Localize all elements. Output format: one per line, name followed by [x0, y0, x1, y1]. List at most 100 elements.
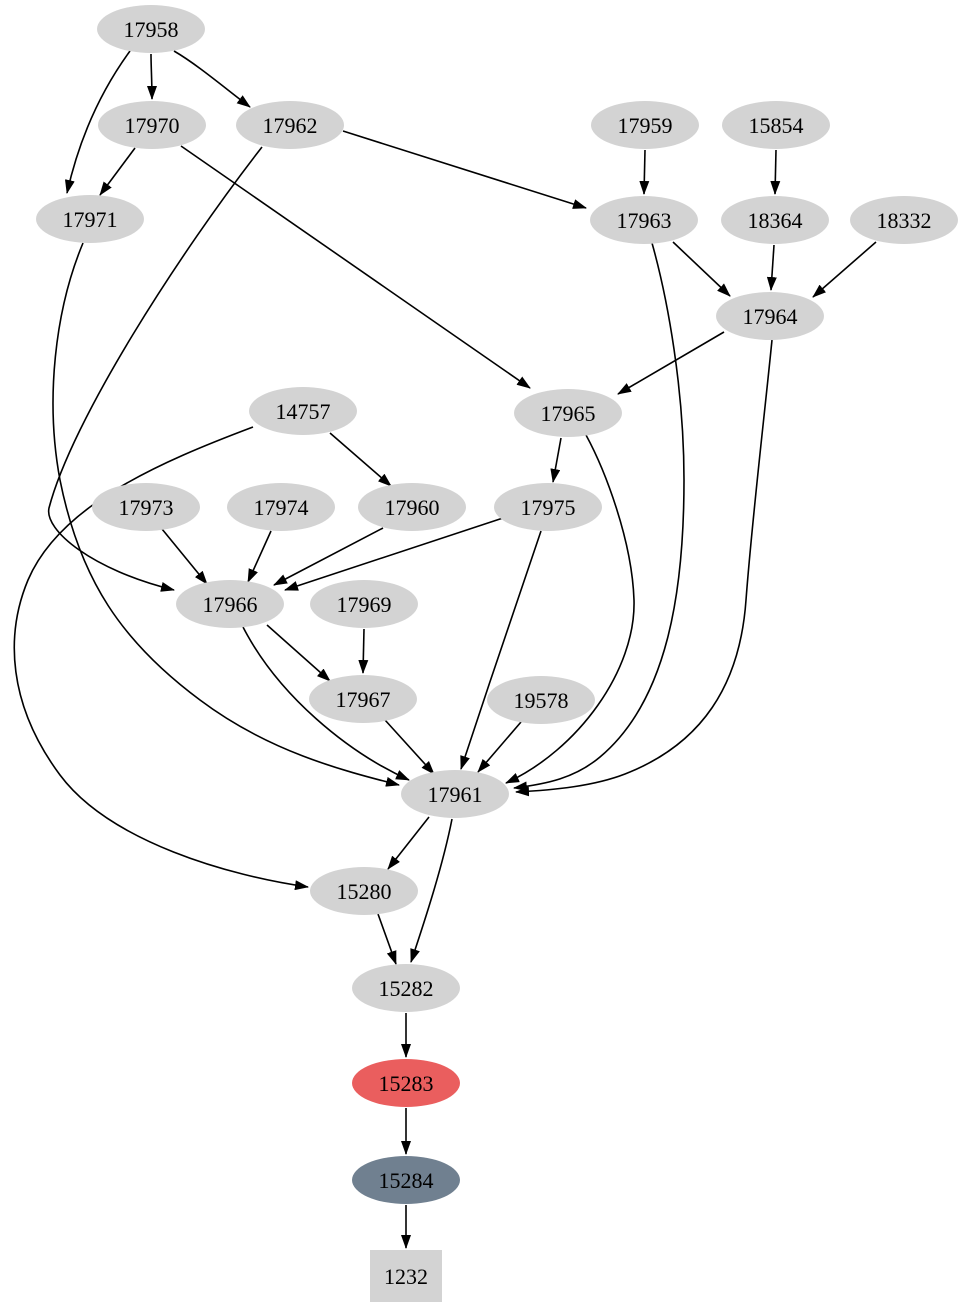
- node-17970: 17970: [98, 101, 206, 149]
- node-ellipse: [36, 195, 144, 243]
- node-ellipse: [487, 676, 595, 724]
- node-label: 17960: [385, 495, 440, 520]
- node-label: 15282: [379, 976, 434, 1001]
- edge-17958-17970: [146, 53, 157, 100]
- node-17973: 17973: [92, 483, 200, 531]
- node-17967: 17967: [309, 675, 417, 723]
- node-ellipse: [92, 483, 200, 531]
- node-15280: 15280: [310, 867, 418, 915]
- node-label: 19578: [514, 688, 569, 713]
- node-ellipse: [98, 101, 206, 149]
- node-17974: 17974: [227, 483, 335, 531]
- node-17961: 17961: [401, 770, 509, 818]
- node-label: 17964: [743, 304, 798, 329]
- node-15854: 15854: [722, 101, 830, 149]
- node-label: 18364: [748, 208, 803, 233]
- node-label: 17970: [125, 113, 180, 138]
- edge-17971-17961: [52, 242, 400, 787]
- edge-17963-17961: [513, 242, 685, 792]
- node-17962: 17962: [236, 101, 344, 149]
- node-ellipse: [591, 101, 699, 149]
- node-18332: 18332: [850, 196, 958, 244]
- edge-17965-17961: [505, 434, 635, 784]
- node-17965: 17965: [514, 389, 622, 437]
- node-17958: 17958: [97, 5, 205, 53]
- node-ellipse: [401, 770, 509, 818]
- node-ellipse: [227, 483, 335, 531]
- node-ellipse: [722, 101, 830, 149]
- node-ellipse: [514, 389, 622, 437]
- node-17975: 17975: [494, 483, 602, 531]
- node-label: 18332: [877, 208, 932, 233]
- node-17971: 17971: [36, 195, 144, 243]
- node-ellipse: [309, 675, 417, 723]
- edge-17966-17961: [242, 626, 410, 781]
- edge-17967-17961: [384, 719, 435, 775]
- nodes-layer: 17958 17970 17962 17959 15854 17971 17963 18364…: [36, 5, 958, 1302]
- node-15284: 15284: [352, 1156, 460, 1204]
- edge-17961-15280: [387, 816, 430, 870]
- edge-17970-17965: [180, 145, 531, 389]
- node-label: 17959: [618, 113, 673, 138]
- edge-14757-17960: [329, 432, 392, 487]
- node-ellipse: [352, 964, 460, 1012]
- node-label: 17965: [541, 401, 596, 426]
- node-ellipse: [721, 196, 829, 244]
- node-label: 1232: [384, 1264, 428, 1289]
- edge-17958-17962: [173, 50, 251, 108]
- edge-15854-18364: [770, 149, 781, 195]
- node-ellipse: [494, 483, 602, 531]
- node-rect: [370, 1250, 442, 1302]
- node-ellipse: [352, 1156, 460, 1204]
- edge-17975-17966: [284, 517, 504, 591]
- node-label: 17971: [63, 207, 118, 232]
- node-17964: 17964: [716, 292, 824, 340]
- edge-17962-17963: [342, 130, 587, 209]
- edge-17965-17975: [550, 437, 562, 483]
- node-label: 17966: [203, 592, 258, 617]
- node-ellipse: [236, 101, 344, 149]
- node-ellipse: [310, 580, 418, 628]
- node-17969: 17969: [310, 580, 418, 628]
- node-1232: 1232: [370, 1250, 442, 1302]
- node-17960: 17960: [358, 483, 466, 531]
- edge-17966-17967: [266, 624, 331, 682]
- edge-18364-17964: [766, 244, 777, 291]
- node-label: 15280: [337, 879, 392, 904]
- node-label: 17962: [263, 113, 318, 138]
- node-17959: 17959: [591, 101, 699, 149]
- edge-18332-17964: [812, 241, 877, 298]
- edge-17964-17965: [617, 331, 725, 395]
- edge-17973-17966: [161, 528, 208, 585]
- edge-17974-17966: [247, 530, 272, 583]
- node-label: 17958: [124, 17, 179, 42]
- edge-17958-17971: [64, 50, 131, 194]
- node-label: 14757: [276, 399, 331, 424]
- node-ellipse: [716, 292, 824, 340]
- node-15282: 15282: [352, 964, 460, 1012]
- node-label: 17974: [254, 495, 309, 520]
- node-18364: 18364: [721, 196, 829, 244]
- node-label: 15283: [379, 1071, 434, 1096]
- node-15283: 15283: [352, 1059, 460, 1107]
- node-ellipse: [358, 483, 466, 531]
- node-ellipse: [97, 5, 205, 53]
- edge-17962-17966: [47, 146, 263, 592]
- node-label: 17967: [336, 687, 391, 712]
- edge-17970-17971: [99, 147, 136, 196]
- edge-17964-17961: [515, 339, 773, 797]
- node-label: 15284: [379, 1168, 434, 1193]
- node-label: 17963: [617, 208, 672, 233]
- node-19578: 19578: [487, 676, 595, 724]
- node-label: 17975: [521, 495, 576, 520]
- edges-layer: [13, 50, 877, 1249]
- node-ellipse: [850, 196, 958, 244]
- node-label: 17973: [119, 495, 174, 520]
- edge-17963-17964: [672, 241, 731, 297]
- node-ellipse: [352, 1059, 460, 1107]
- node-ellipse: [176, 580, 284, 628]
- edge-15280-15282: [377, 913, 397, 965]
- node-14757: 14757: [249, 387, 357, 435]
